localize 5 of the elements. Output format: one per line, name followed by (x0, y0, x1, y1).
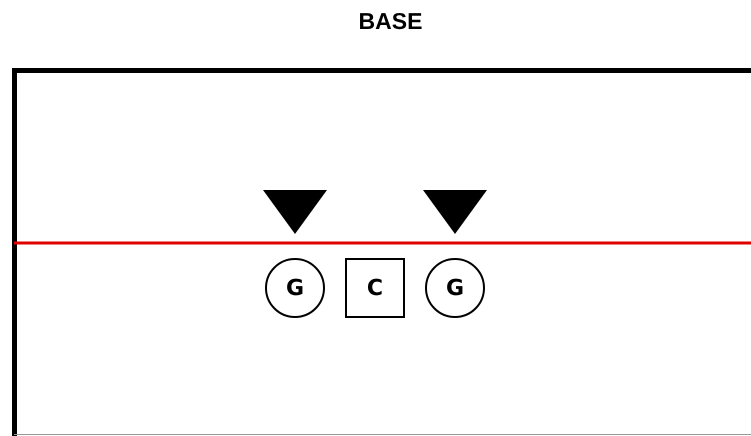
player-square (345, 258, 405, 318)
player-letter: G (286, 276, 304, 300)
title: BASE (358, 8, 424, 35)
player-letter: G (446, 276, 464, 300)
player-letter: C (366, 276, 384, 300)
